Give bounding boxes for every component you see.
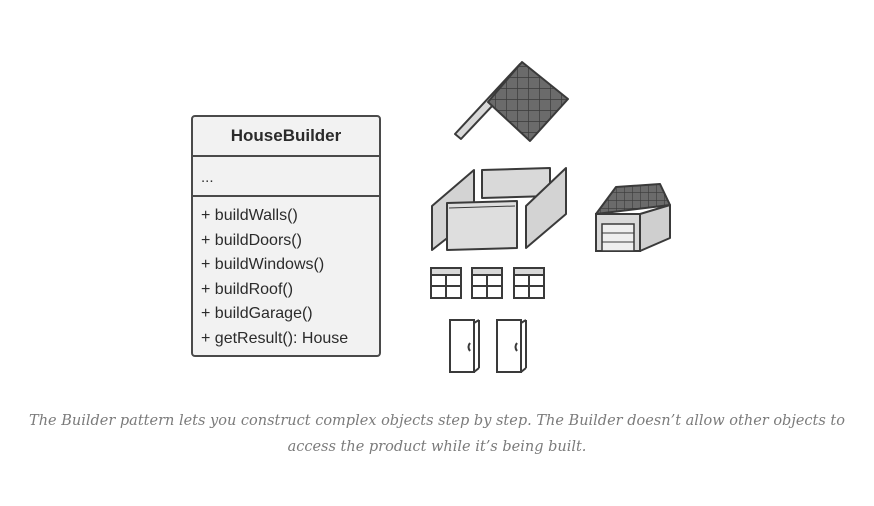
method-build-windows: + buildWindows() bbox=[201, 256, 325, 274]
method-build-doors: + buildDoors() bbox=[201, 231, 302, 249]
door-icon bbox=[496, 319, 527, 373]
roof-icon bbox=[454, 61, 569, 142]
method-build-walls: + buildWalls() bbox=[201, 207, 298, 224]
window-icon bbox=[513, 267, 545, 299]
window-icon bbox=[430, 267, 462, 299]
figure-caption: The Builder pattern lets you construct c… bbox=[29, 413, 845, 455]
class-methods: + buildWalls() + buildDoors() + buildWin… bbox=[193, 197, 379, 352]
method-build-roof: + buildRoof() bbox=[201, 280, 294, 298]
door-icon bbox=[449, 319, 480, 373]
method-build-garage: + buildGarage() bbox=[201, 305, 313, 323]
class-name: HouseBuilder bbox=[193, 117, 379, 157]
garage-icon bbox=[595, 183, 671, 252]
walls-icon bbox=[431, 167, 567, 251]
method-get-result: + getResult(): House bbox=[201, 329, 349, 347]
class-fields: ... bbox=[193, 157, 379, 197]
window-icon bbox=[471, 267, 503, 299]
housebuilder-class-box: HouseBuilder ... + buildWalls() + buildD… bbox=[191, 115, 381, 357]
